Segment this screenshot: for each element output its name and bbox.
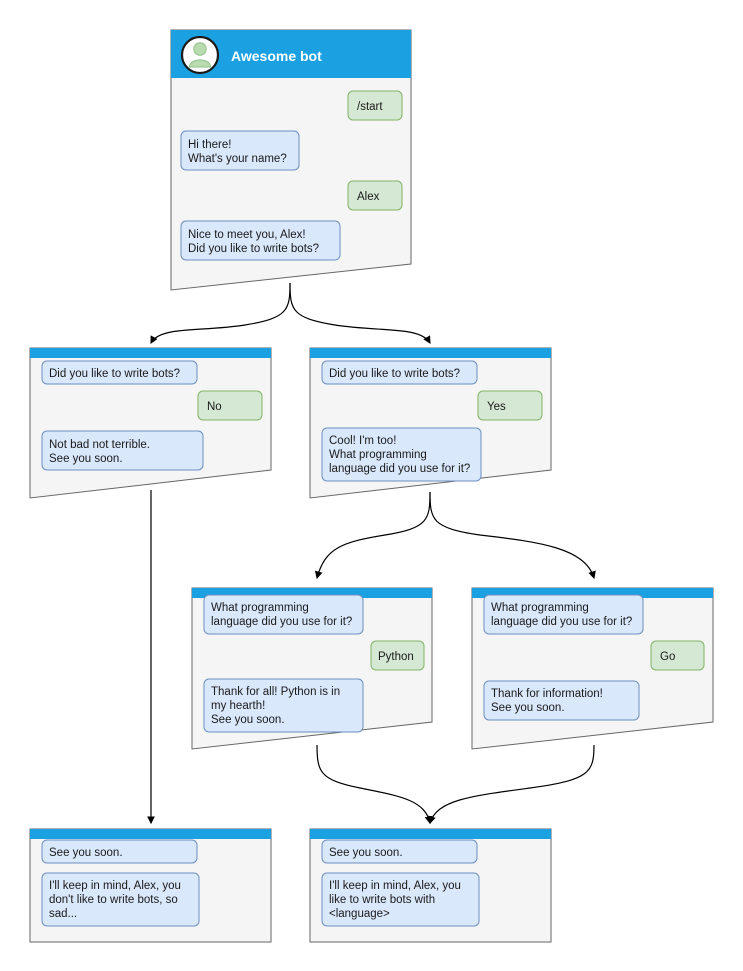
node-yes-branch-header: [310, 348, 551, 358]
node-go-branch-message-1: Go: [650, 640, 705, 671]
svg-text:Did you like to write bots?: Did you like to write bots?: [329, 368, 460, 380]
svg-text:language did you use for it?: language did you use for it?: [211, 616, 352, 628]
edge-yes-to-go: [429, 491, 596, 580]
svg-text:don't like to write bots, so: don't like to write bots, so: [49, 894, 178, 906]
svg-text:Did you like to write bots?: Did you like to write bots?: [188, 243, 319, 255]
svg-text:See you soon.: See you soon.: [329, 847, 403, 859]
node-root[interactable]: Awesome bot /start Hi there! What's your…: [170, 29, 412, 291]
svg-text:Cool! I'm too!: Cool! I'm too!: [329, 435, 396, 447]
svg-text:Did you like to write bots?: Did you like to write bots?: [49, 368, 180, 380]
node-end-yes-message-0: See you soon.: [321, 839, 478, 864]
node-end-yes[interactable]: See you soon. I'll keep in mind, Alex, y…: [309, 828, 552, 943]
svg-text:like to write bots with: like to write bots with: [329, 894, 435, 906]
svg-text:Yes: Yes: [487, 401, 506, 413]
svg-text:Alex: Alex: [357, 191, 380, 203]
svg-text:What programming: What programming: [211, 602, 309, 614]
node-no-branch-message-2: Not bad not terrible. See you soon.: [41, 430, 204, 471]
svg-text:Nice to meet you, Alex!: Nice to meet you, Alex!: [188, 229, 306, 241]
svg-text:See you soon.: See you soon.: [211, 714, 285, 726]
svg-text:What programming: What programming: [329, 449, 427, 461]
node-root-message-1: Hi there! What's your name?: [180, 130, 300, 171]
node-yes-branch[interactable]: Did you like to write bots? Yes Cool! I'…: [309, 347, 552, 499]
svg-text:I'll keep in mind, Alex, you: I'll keep in mind, Alex, you: [49, 880, 181, 892]
edge-go-to-end-yes: [428, 744, 595, 825]
node-python-branch-message-0: What programming language did you use fo…: [203, 594, 364, 635]
node-no-branch[interactable]: Did you like to write bots? No Not bad n…: [29, 347, 272, 499]
node-no-branch-message-0: Did you like to write bots?: [41, 360, 198, 385]
node-python-branch-header: [192, 588, 432, 598]
node-python-branch-message-2: Thank for all! Python is in my hearth! S…: [203, 678, 364, 733]
node-root-message-3: Nice to meet you, Alex! Did you like to …: [180, 220, 341, 261]
node-end-no-message-0: See you soon.: [41, 839, 198, 864]
svg-text:See you soon.: See you soon.: [49, 847, 123, 859]
svg-text:Python: Python: [378, 651, 414, 663]
node-end-yes-header: [310, 829, 551, 839]
svg-text:See you soon.: See you soon.: [49, 453, 123, 465]
svg-text:See you soon.: See you soon.: [491, 702, 565, 714]
edge-python-to-end-yes: [316, 744, 433, 825]
svg-text:Not bad not terrible.: Not bad not terrible.: [49, 439, 150, 451]
edge-root-to-yes: [289, 282, 431, 345]
svg-text:language did you use for it?: language did you use for it?: [491, 616, 632, 628]
edge-root-to-no: [150, 282, 291, 345]
svg-text:my hearth!: my hearth!: [211, 700, 265, 712]
svg-text:I'll keep in mind, Alex, you: I'll keep in mind, Alex, you: [329, 880, 461, 892]
svg-text:Thank for information!: Thank for information!: [491, 688, 603, 700]
svg-text:sad...: sad...: [49, 908, 77, 920]
node-go-branch-message-2: Thank for information! See you soon.: [483, 680, 640, 721]
node-root-title: Awesome bot: [231, 48, 322, 64]
node-end-no-header: [30, 829, 271, 839]
node-go-branch-message-0: What programming language did you use fo…: [483, 594, 644, 635]
svg-text:Thank for all! Python is in: Thank for all! Python is in: [211, 686, 340, 698]
node-python-branch[interactable]: What programming language did you use fo…: [191, 587, 433, 750]
node-root-message-0: /start: [347, 90, 403, 121]
svg-text:What programming: What programming: [491, 602, 589, 614]
node-end-no-message-1: I'll keep in mind, Alex, you don't like …: [41, 872, 200, 927]
edges-layer: [147, 282, 596, 825]
node-yes-branch-message-0: Did you like to write bots?: [321, 360, 478, 385]
node-go-branch-header: [472, 588, 713, 598]
node-no-branch-header: [30, 348, 271, 358]
node-root-message-2: Alex: [347, 180, 403, 211]
edge-yes-to-python: [314, 491, 431, 580]
node-python-branch-message-1: Python: [370, 640, 425, 671]
node-end-yes-message-1: I'll keep in mind, Alex, you like to wri…: [321, 872, 480, 927]
svg-text:Hi there!: Hi there!: [188, 139, 231, 151]
svg-text:What's your name?: What's your name?: [188, 153, 287, 165]
node-go-branch[interactable]: What programming language did you use fo…: [471, 587, 714, 750]
node-yes-branch-message-2: Cool! I'm too! What programming language…: [321, 427, 482, 482]
svg-text:Go: Go: [660, 651, 675, 663]
svg-text:language did you use for it?: language did you use for it?: [329, 463, 470, 475]
user-avatar-icon: [180, 35, 220, 75]
node-end-no[interactable]: See you soon. I'll keep in mind, Alex, y…: [29, 828, 272, 943]
node-yes-branch-message-1: Yes: [477, 390, 543, 421]
svg-text:/start: /start: [357, 101, 383, 113]
node-no-branch-message-1: No: [197, 390, 263, 421]
svg-text:<language>: <language>: [329, 908, 390, 920]
svg-text:No: No: [207, 401, 222, 413]
